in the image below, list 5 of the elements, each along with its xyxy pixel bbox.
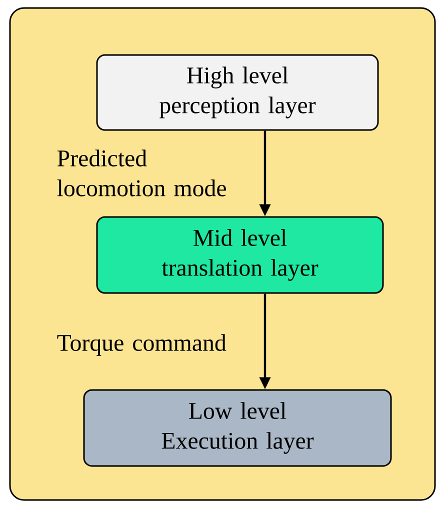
layer-box: Mid level translation layer [96, 216, 384, 294]
edge-label: Torque command [57, 334, 226, 356]
layer-box: High level perception layer [96, 54, 379, 131]
edge-label: Predicted locomotion mode [57, 150, 226, 196]
layer-box: Low level Execution layer [83, 389, 392, 467]
